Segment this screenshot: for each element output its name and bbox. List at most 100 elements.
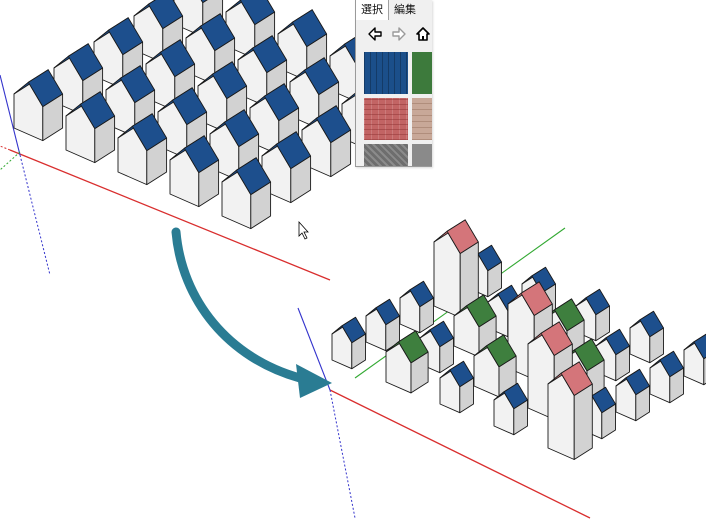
house-roof [625,368,650,396]
house [331,316,366,370]
home-icon [416,27,430,41]
house-roof-back [225,0,246,13]
house [169,135,220,208]
house [65,91,116,164]
house-roof [171,87,208,126]
red-roof-material[interactable] [364,98,408,140]
house-roof [251,35,288,74]
house [399,280,434,334]
house-side-wall [703,356,706,386]
house-roof [639,310,664,338]
house [473,334,517,398]
back-arrow-icon [368,27,382,41]
stone-material[interactable] [364,144,408,166]
house-roof [183,135,220,174]
house-roof [585,288,610,316]
house-roof [554,298,585,332]
house-roof [223,109,260,148]
house-roof [263,83,300,122]
house-roof [200,0,208,4]
house-roof [27,69,64,108]
house-roof [591,386,616,414]
tab-select[interactable]: 選択 [356,0,389,20]
house [547,361,593,460]
house-roof [449,360,474,388]
house-roof [79,91,116,130]
house-roof [211,61,248,100]
house-roof [409,280,434,308]
house [385,330,429,394]
back-button[interactable] [364,22,386,46]
house-roof [107,17,144,56]
bottom-dotted-blue-axis [329,389,356,519]
house-roof [303,57,340,96]
house [439,360,474,414]
bottom-blue-axis [297,307,331,391]
house [301,105,352,178]
top-dotted-red-axis [0,145,11,151]
house-roof [540,321,573,356]
house-roof [199,13,236,52]
house [433,219,479,318]
house-roof [446,219,479,254]
house [13,69,64,142]
house-roof [67,43,104,82]
house-roof [659,350,684,378]
house-roof [341,316,366,344]
house-roof [235,157,272,196]
house [365,298,400,352]
house-roof [275,131,312,170]
house-roof [574,338,605,372]
house-roof [486,334,517,368]
house-roof [239,0,276,26]
tile-roof-material[interactable] [412,98,432,140]
blue-roof-material[interactable] [364,52,408,94]
top-dotted-blue-axis [19,154,51,276]
forward-arrow-icon [392,27,406,41]
house [453,294,497,358]
house-roof [605,328,630,356]
house [683,333,706,386]
house [649,350,684,404]
house [493,382,528,436]
gray-material[interactable] [412,144,432,166]
materials-panel[interactable]: 選択 編集 [355,0,432,167]
house-roof [375,298,400,326]
panel-nav-row [356,22,432,46]
house [615,368,650,422]
house-roof [291,9,328,48]
transform-arrow [171,227,305,383]
house-grid-after [331,219,706,460]
house-roof [159,39,196,78]
house [237,35,288,108]
house [145,39,196,112]
forward-button[interactable] [388,22,410,46]
house-roof [429,320,454,348]
house-roof [119,65,156,104]
top-red-axis [9,149,331,281]
house-roof [147,0,184,30]
green-roof-material[interactable] [412,52,432,94]
house [575,288,610,342]
transform-arrow-head [296,364,332,398]
house [117,113,168,186]
bottom-red-axis [329,389,591,519]
mouse-cursor [298,220,309,240]
top-blue-axis [0,74,21,156]
house-roof [693,333,706,360]
house-roof [398,330,429,364]
top-dotted-green-axis [0,151,21,171]
house-roof [466,294,497,328]
house-roof [560,361,593,396]
house-roof [520,281,553,316]
home-button[interactable] [412,22,432,46]
panel-tabs: 選択 編集 [356,0,432,20]
house-roof [477,244,502,272]
house-roof [131,113,168,152]
house-roof [315,105,352,144]
house-side-wall [573,383,593,460]
tab-edit[interactable]: 編集 [394,3,416,16]
house-roof [503,382,528,410]
